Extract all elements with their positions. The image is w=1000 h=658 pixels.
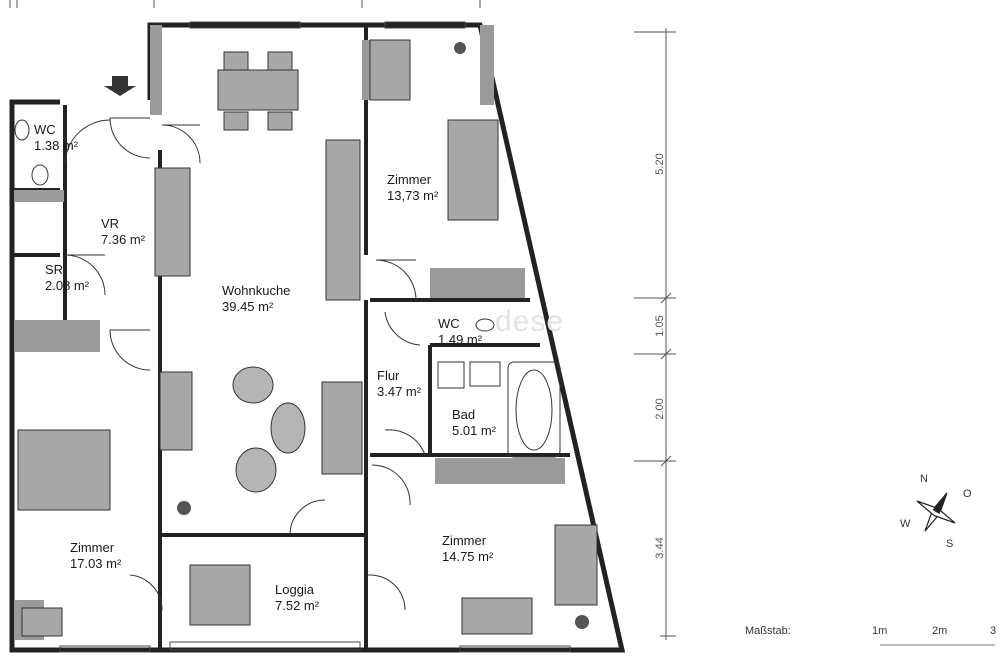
compass-rose-icon	[916, 492, 956, 532]
outer-walls	[9, 22, 626, 653]
doors	[64, 117, 426, 611]
scale-tick: 1m	[872, 625, 888, 637]
dimension-line	[634, 28, 676, 640]
furniture	[17, 39, 598, 637]
dimension-label: 5.20	[654, 153, 666, 175]
compass-s: S	[946, 538, 954, 550]
scale-label: Maßstab:	[745, 625, 791, 637]
top-edge-marks	[9, 0, 481, 8]
dimension-label: 1.05	[654, 315, 666, 337]
armchairs	[232, 366, 306, 493]
scale-tick: 2m	[932, 625, 948, 637]
scale-tick: 3	[990, 625, 997, 637]
compass-w: W	[900, 518, 911, 530]
sanitary	[14, 119, 561, 458]
watermark-text: dese	[495, 305, 565, 338]
dimension-label: 3.44	[654, 537, 666, 559]
compass-n: N	[920, 473, 928, 485]
windows	[59, 21, 571, 653]
entrance-arrow-icon	[104, 76, 136, 96]
plants	[177, 42, 589, 629]
dimension-label: 2.00	[654, 398, 666, 420]
compass-o: O	[963, 488, 972, 500]
